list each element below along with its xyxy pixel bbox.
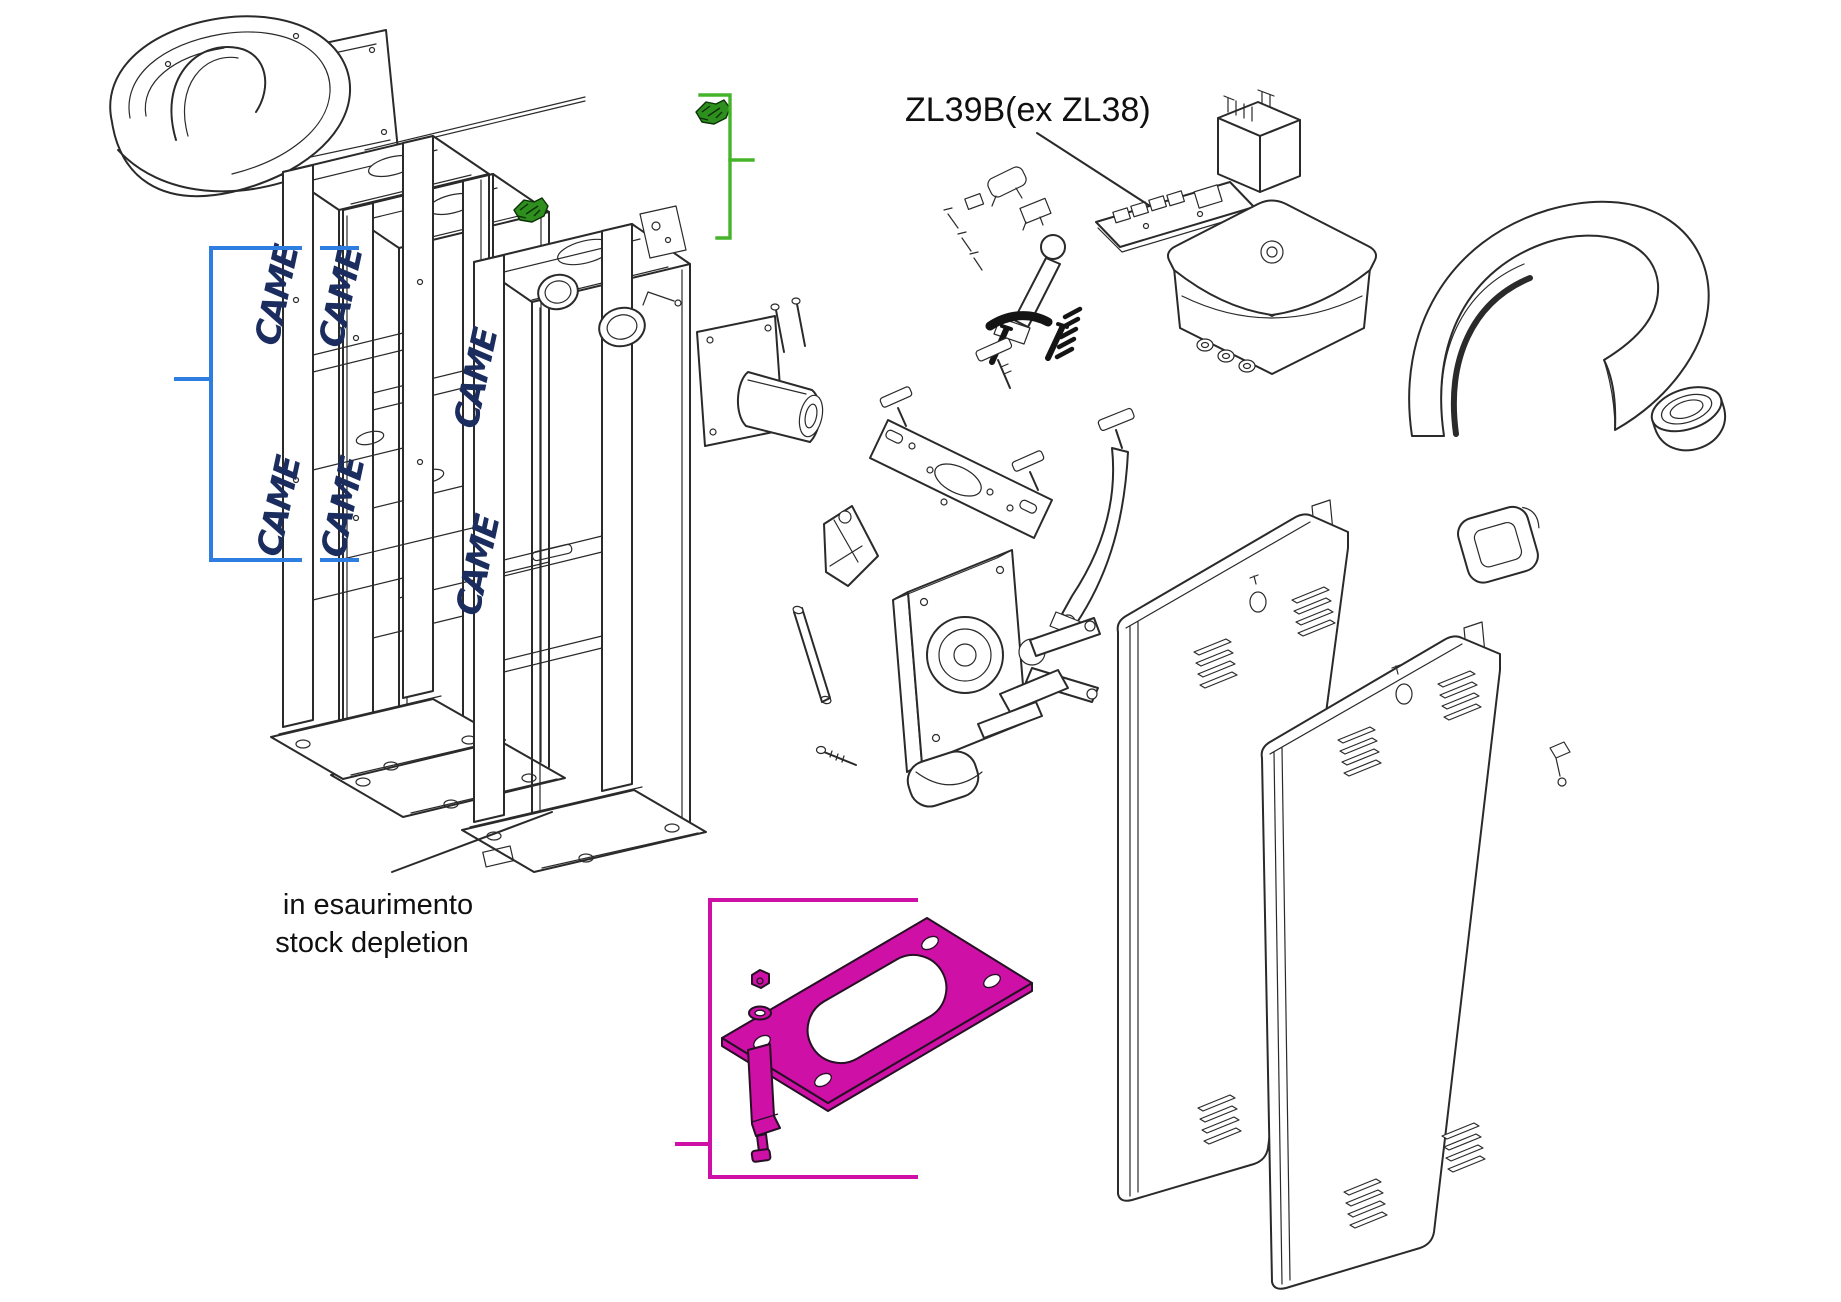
control-box (1167, 199, 1377, 375)
screw-small (815, 745, 857, 766)
anchor-plate-bracket (675, 898, 918, 1179)
cabinet-front (461, 205, 707, 873)
green-fasteners (513, 99, 731, 223)
release-mechanism-parts (943, 166, 1083, 360)
control-board (1095, 181, 1257, 253)
boom-shaft-flange (696, 297, 824, 447)
diagram-labels: ZL39B(ex ZL38) in esaurimento stock depl… (275, 91, 1150, 959)
stock-note-line1: in esaurimento (283, 889, 473, 921)
pin-rod (792, 605, 832, 705)
small-hinge-part (1549, 741, 1571, 787)
spring-anchor-bracket (823, 505, 879, 587)
lamp-housing-ring (1457, 505, 1540, 584)
fastener-bracket (698, 93, 755, 240)
link-arm (1060, 407, 1135, 630)
cover-end-cap (1650, 386, 1727, 452)
stock-cabinets-bracket (174, 246, 359, 562)
anchor-base-plate (721, 917, 1033, 1163)
stock-note-leader-line (391, 811, 553, 873)
door-panel-rear (1116, 499, 1349, 1202)
gearmotor (892, 549, 1101, 808)
stock-note-line2: stock depletion (275, 927, 468, 959)
transformer (1217, 89, 1301, 193)
head-cover-assembly (109, 15, 399, 197)
board-label: ZL39B(ex ZL38) (905, 91, 1151, 129)
head-dome-cover (1408, 200, 1710, 437)
board-leader-line (1036, 132, 1151, 207)
balance-arm-bracket (869, 322, 1069, 539)
door-panel-front (1260, 621, 1501, 1290)
